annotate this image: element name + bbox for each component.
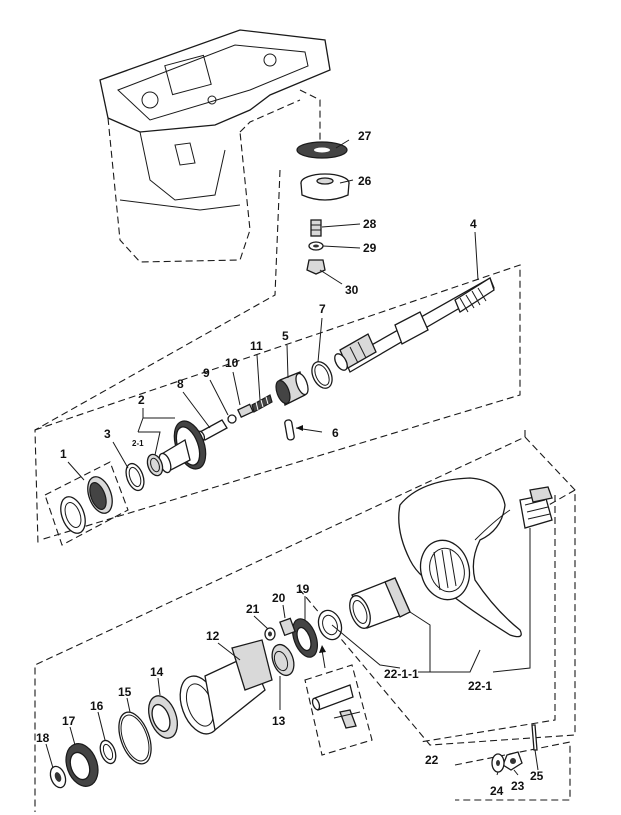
label-11: 11 — [250, 339, 263, 353]
label-1: 1 — [60, 447, 67, 461]
label-24: 24 — [490, 784, 504, 798]
part-22-washer — [317, 609, 343, 641]
part-14-bearing — [148, 695, 178, 739]
label-6: 6 — [332, 426, 339, 440]
driveshaft-group-outline — [34, 264, 521, 541]
propeller — [398, 477, 522, 638]
label-28: 28 — [363, 217, 377, 231]
part-10-plunger — [237, 403, 254, 419]
part-7-ring — [311, 361, 333, 389]
label-18: 18 — [36, 731, 50, 745]
part-18-washer — [49, 765, 67, 789]
housing-group-outline — [34, 169, 281, 546]
pin-inset-box — [304, 645, 373, 756]
housing-to-cover-line — [299, 89, 321, 140]
part-3-shim — [125, 462, 145, 492]
label-2: 2 — [138, 393, 145, 407]
label-26: 26 — [358, 174, 372, 188]
part-1-group-outline — [44, 461, 129, 546]
label-17: 17 — [62, 714, 76, 728]
label-22: 22 — [425, 753, 439, 767]
part-26-cover — [300, 173, 350, 201]
label-19: 19 — [296, 582, 310, 596]
part-24-washer — [491, 753, 505, 773]
label-23: 23 — [511, 779, 525, 793]
label-3: 3 — [104, 427, 111, 441]
callout-labels: 1 2 2-1 3 4 5 6 7 8 9 10 11 12 13 14 15 … — [36, 129, 544, 798]
part-2-1-bearing — [146, 453, 164, 477]
part-5-clutch — [275, 371, 309, 406]
label-4: 4 — [470, 217, 477, 231]
label-16: 16 — [90, 699, 104, 713]
part-25-cotter-pin — [531, 724, 538, 751]
label-25: 25 — [530, 769, 544, 783]
part-29-washer — [308, 241, 324, 251]
label-22-1-1: 22-1-1 — [384, 667, 419, 681]
part-20-bolt — [279, 617, 296, 637]
part-1-bearing — [60, 476, 113, 534]
part-2-forward-gear — [158, 420, 207, 474]
part-15-o-ring — [118, 711, 152, 765]
part-22-outline — [419, 495, 556, 743]
label-22-1: 22-1 — [468, 679, 492, 693]
label-15: 15 — [118, 685, 132, 699]
label-27: 27 — [358, 129, 372, 143]
lower-boundary-right — [299, 436, 576, 746]
propeller-group-outline — [34, 430, 526, 812]
part-27-gasket — [296, 141, 348, 159]
part-22-spline-hub — [519, 486, 553, 529]
label-8: 8 — [177, 377, 184, 391]
part-12-bearing-housing — [179, 639, 273, 735]
part-11-spring — [251, 394, 273, 413]
leader-lines — [45, 139, 539, 776]
part-9-ball — [227, 414, 237, 424]
part-23-nut — [502, 751, 523, 771]
label-20: 20 — [272, 591, 286, 605]
part-21-washer — [264, 627, 276, 641]
label-9: 9 — [203, 366, 210, 380]
label-29: 29 — [363, 241, 377, 255]
part-22-1-1-bush — [349, 577, 411, 629]
part-16-shim — [99, 739, 117, 765]
label-13: 13 — [272, 714, 286, 728]
label-21: 21 — [246, 602, 260, 616]
part-19-reverse-gear — [292, 618, 318, 658]
label-30: 30 — [345, 283, 359, 297]
label-2-1: 2-1 — [132, 439, 144, 448]
label-12: 12 — [206, 629, 220, 643]
label-5: 5 — [282, 329, 289, 343]
label-7: 7 — [319, 302, 326, 316]
part-6-pin — [284, 419, 295, 441]
part-28-bolt — [310, 219, 322, 237]
part-4-driveshaft — [334, 277, 495, 373]
label-14: 14 — [150, 665, 164, 679]
part-13-bearing — [271, 643, 295, 677]
gear-case-housing — [99, 29, 331, 263]
part-17-gear — [65, 743, 99, 787]
label-10: 10 — [225, 356, 239, 370]
